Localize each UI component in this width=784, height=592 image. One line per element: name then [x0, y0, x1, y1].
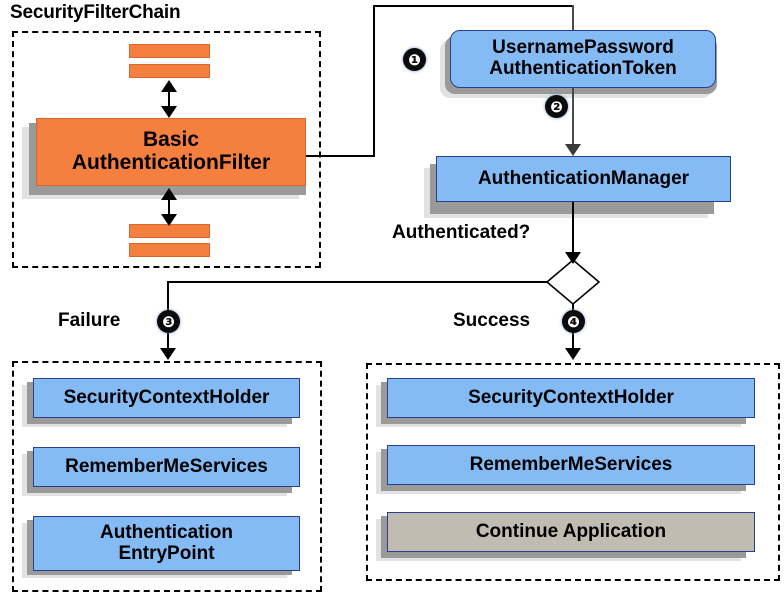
- failure-item-3-label-line2: EntryPoint: [118, 542, 215, 564]
- token-entry-stub: [572, 5, 574, 31]
- basic-auth-filter-label-line2: AuthenticationFilter: [71, 151, 271, 174]
- failure-item-remember-me-services[interactable]: RememberMeServices: [33, 447, 300, 487]
- filter-link-top-line: [168, 84, 170, 114]
- filter-to-token-h2: [373, 5, 573, 7]
- security-filter-chain-title: SecurityFilterChain: [10, 2, 181, 23]
- filter-link-top-arrow-down: [161, 106, 177, 118]
- token-label-line2: AuthenticationToken: [489, 58, 677, 79]
- authentication-manager-label: AuthenticationManager: [477, 167, 690, 189]
- username-password-authentication-token-node[interactable]: UsernamePassword AuthenticationToken: [450, 30, 716, 88]
- success-group-container: [366, 363, 780, 581]
- success-arrowhead: [565, 348, 581, 360]
- filter-bar-bottom-2: [129, 243, 210, 257]
- filter-link-bottom-arrow-up: [161, 188, 177, 200]
- decision-to-failure-h: [167, 281, 547, 283]
- success-item-continue-application[interactable]: Continue Application: [387, 512, 755, 552]
- success-item-remember-me-services[interactable]: RememberMeServices: [387, 445, 755, 485]
- token-to-manager-arrowhead: [565, 144, 581, 156]
- badge-step-1: ❶: [403, 48, 426, 71]
- failure-item-security-context-holder[interactable]: SecurityContextHolder: [33, 378, 300, 418]
- failure-item-authentication-entry-point[interactable]: Authentication EntryPoint: [33, 516, 300, 571]
- filter-link-bottom-line: [168, 192, 170, 224]
- success-item-3-label: Continue Application: [475, 520, 667, 542]
- authenticated-question-label: Authenticated?: [392, 222, 531, 243]
- failure-item-1-label: SecurityContextHolder: [63, 386, 270, 408]
- authentication-manager-node[interactable]: AuthenticationManager: [436, 156, 731, 202]
- token-to-manager-line: [572, 88, 574, 150]
- filter-to-token-h1: [306, 155, 375, 157]
- basic-auth-filter-label-line1: Basic: [142, 128, 200, 152]
- security-filter-chain-container: [12, 31, 321, 268]
- filter-link-top-arrow-up: [161, 80, 177, 92]
- success-item-1-label: SecurityContextHolder: [468, 386, 674, 408]
- filter-to-token-v: [373, 5, 375, 157]
- badge-step-2: ❷: [545, 95, 568, 118]
- failure-group-container: [12, 361, 322, 592]
- badge-step-4: ❹: [562, 310, 585, 333]
- filter-bar-top-2: [129, 64, 210, 78]
- failure-item-2-label: RememberMeServices: [65, 455, 268, 477]
- failure-item-3-label-line1: Authentication: [100, 521, 233, 543]
- success-label: Success: [453, 310, 531, 331]
- success-item-security-context-holder[interactable]: SecurityContextHolder: [387, 378, 755, 418]
- failure-label: Failure: [58, 310, 121, 331]
- manager-to-decision-line: [572, 202, 574, 260]
- success-item-2-label: RememberMeServices: [469, 453, 673, 475]
- failure-arrowhead: [160, 348, 176, 360]
- filter-link-bottom-arrow-down: [161, 214, 177, 226]
- filter-bar-bottom-1: [129, 224, 210, 238]
- badge-step-3: ❸: [157, 310, 180, 333]
- token-label-line1: UsernamePassword: [492, 37, 674, 59]
- basic-authentication-filter-node[interactable]: Basic AuthenticationFilter: [36, 118, 306, 186]
- manager-to-decision-arrowhead: [565, 252, 581, 264]
- authenticated-decision-diamond: [545, 258, 601, 306]
- filter-bar-top-1: [129, 44, 210, 58]
